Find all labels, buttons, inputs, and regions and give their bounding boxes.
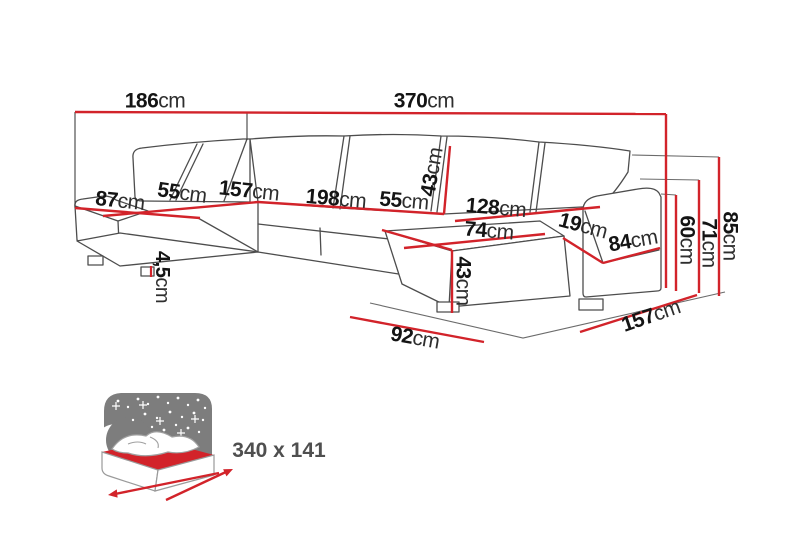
dim-label-60: 60cm (675, 215, 699, 265)
dim-label-370: 370cm (393, 89, 455, 113)
bed-icon (93, 393, 233, 502)
stars (112, 395, 207, 437)
dim-label-4-5: 4,5cm (151, 251, 173, 303)
dim-label-186: 186cm (124, 89, 186, 113)
dim-label-71: 71cm (697, 218, 721, 268)
dim-label-74: 74cm (463, 217, 515, 245)
dim-label-87: 87cm (94, 186, 146, 216)
dim-label-43b: 43cm (451, 256, 475, 306)
dim-label-128: 128cm (464, 193, 528, 223)
dim-label-85: 85cm (718, 211, 742, 261)
sleeping-area-size: 340 x 141 (232, 439, 326, 462)
sofa-feet (87, 255, 604, 313)
dimension-lines (74, 110, 721, 344)
dim-label-198: 198cm (304, 184, 368, 214)
dimension-guides (74, 112, 720, 208)
right-armrest (582, 187, 662, 298)
size-arrows (108, 469, 233, 502)
blanket (111, 431, 200, 457)
sofa-outline (74, 133, 726, 339)
